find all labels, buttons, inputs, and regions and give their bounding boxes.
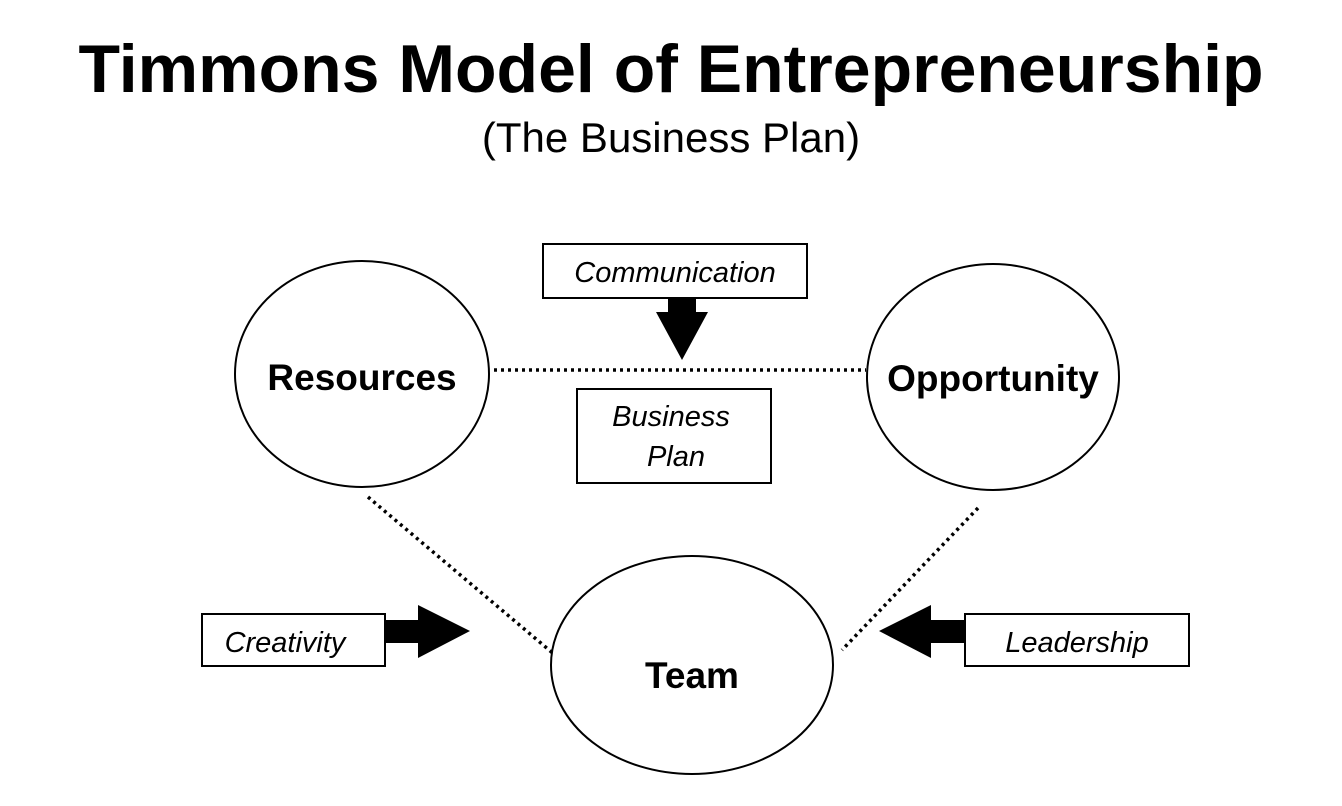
team-label: Team: [645, 655, 739, 696]
communication-arrow-icon: [656, 298, 708, 360]
communication-box: [542, 243, 808, 299]
team-node: [550, 555, 834, 775]
business-plan-box: [576, 388, 772, 484]
communication-label: Communication: [574, 257, 775, 289]
business-plan-label-line2: Plan: [647, 441, 705, 473]
diagram-subtitle: (The Business Plan): [482, 114, 860, 161]
connector-opportunity-team: [840, 506, 980, 652]
connector-resources-team: [366, 495, 570, 668]
leadership-arrow-icon: [879, 605, 965, 658]
creativity-label: Creativity: [225, 627, 347, 659]
diagram-title: Timmons Model of Entrepreneurship: [78, 31, 1263, 107]
opportunity-node: [866, 263, 1120, 491]
leadership-label: Leadership: [1005, 627, 1149, 659]
business-plan-label-line1: Business: [612, 401, 730, 433]
resources-label: Resources: [267, 357, 456, 398]
creativity-arrow-icon: [385, 605, 470, 658]
resources-node: [234, 260, 490, 488]
leadership-box: [964, 613, 1190, 667]
opportunity-label: Opportunity: [887, 358, 1099, 399]
